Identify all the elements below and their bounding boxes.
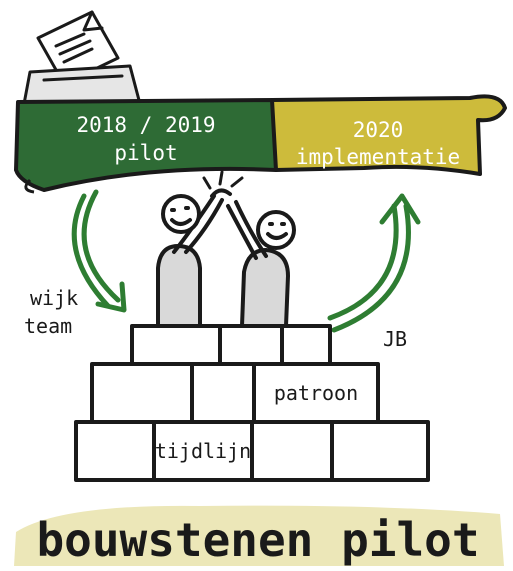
brick-patroon (252, 362, 380, 424)
person-icon (226, 200, 296, 328)
brick (90, 362, 194, 424)
brick (74, 420, 156, 482)
page-title: bouwstenen pilot (36, 513, 479, 567)
people-high-five-icon (156, 170, 296, 328)
banner-right-line1: 2020 (353, 118, 404, 142)
brick-tijdlijn (152, 420, 254, 482)
timeline-banner: 2018 / 2019 pilot 2020 implementatie (14, 94, 507, 194)
banner-right-line2: implementatie (296, 145, 460, 169)
brick-wall (74, 324, 430, 482)
arrow-down-icon (71, 189, 127, 313)
brick-label-tijdlijn: tijdlijn (155, 439, 251, 463)
brick (218, 324, 284, 366)
brick-label-patroon: patroon (274, 381, 358, 405)
title-highlight (14, 505, 504, 566)
document-tray-icon (22, 10, 142, 106)
person-icon (156, 194, 224, 328)
brick (130, 324, 222, 366)
banner-left-panel (14, 98, 278, 192)
banner-left-line2: pilot (114, 141, 177, 165)
brick (280, 324, 332, 366)
arrow-up-icon (327, 193, 421, 333)
document-icon (36, 10, 120, 86)
tray-icon (22, 64, 142, 106)
label-team: team (24, 314, 72, 338)
label-wijk: wijk (30, 286, 78, 310)
brick (330, 420, 430, 482)
label-jb: JB (383, 327, 407, 351)
brick (250, 420, 334, 482)
banner-left-line1: 2018 / 2019 (76, 113, 215, 137)
brick (190, 362, 256, 424)
